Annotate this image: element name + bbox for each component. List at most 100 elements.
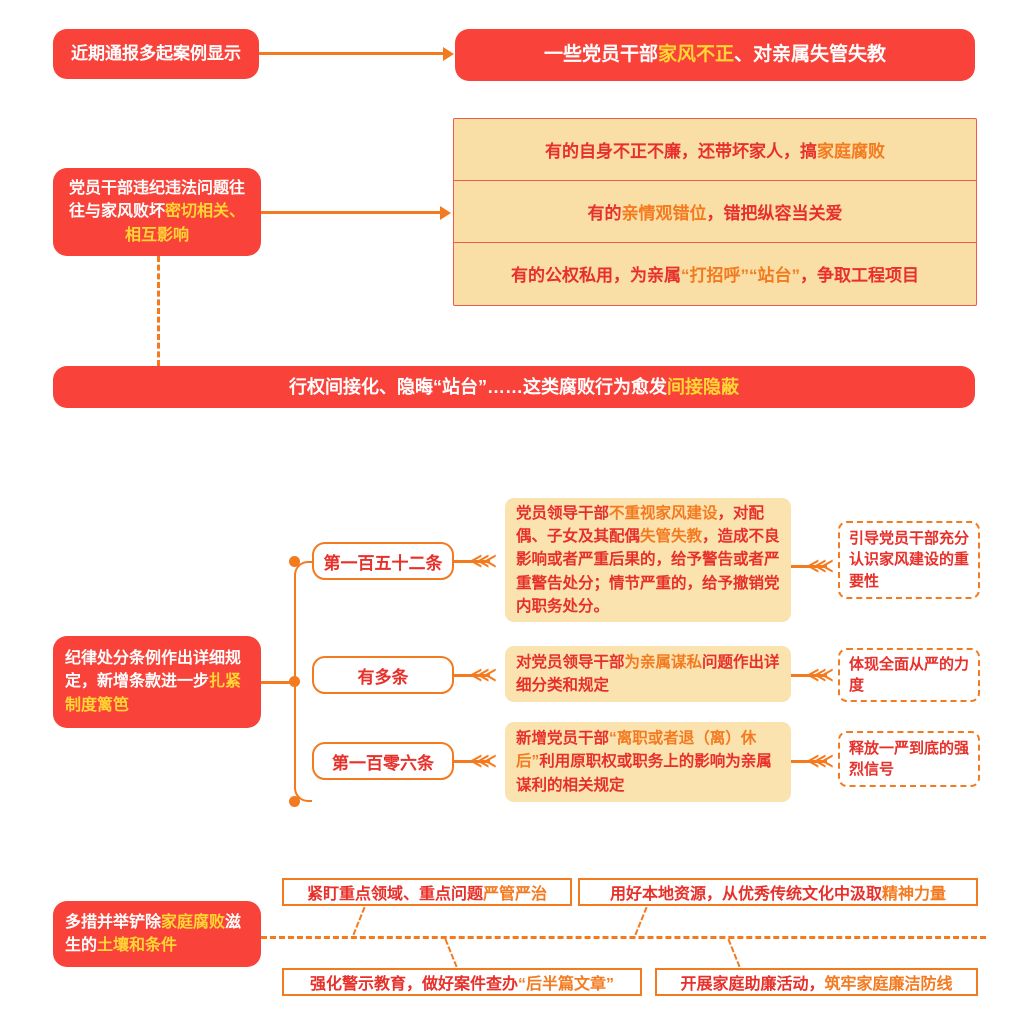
chevron-left-icon: ⋘: [470, 751, 497, 772]
m-hl1: 家庭腐败: [161, 913, 226, 931]
dashed-connector-cause-banner: [157, 256, 160, 366]
measure-box: 用好本地资源，从优秀传统文化中汲取精神力量: [578, 878, 978, 906]
arrow-cause-to-table: [261, 211, 446, 214]
detail-text: 新增党员干部“离职或者退（离）休后”利用原职权或职务上的影响为亲属谋利的相关规定: [516, 727, 780, 797]
article-pill-label: 有多条: [357, 667, 409, 687]
arrow-source-to-headline: [259, 52, 449, 55]
row0-part1: 有的自身不正不廉，还带坏家人，搞: [545, 141, 817, 161]
table-row: 有的自身不正不廉，还带坏家人，搞家庭腐败: [454, 119, 976, 181]
measure-box: 开展家庭助廉活动，筑牢家庭廉洁防线: [655, 968, 978, 996]
detail-outcome-connector: [791, 674, 827, 677]
regulation-highlight: 扎紧制度篱笆: [65, 673, 242, 714]
pill-detail-connector: [454, 674, 490, 677]
branch-dot: [289, 796, 300, 807]
measure-box: 强化警示教育，做好案件查办“后半篇文章”: [282, 968, 642, 996]
d0-hl2: 失管失教: [640, 528, 703, 546]
row0-highlight: 家庭腐败: [817, 141, 885, 161]
measure-stem: [444, 938, 458, 968]
cause-box: 党员干部违纪违法问题往往与家风败坏密切相关、相互影响: [53, 168, 261, 256]
outcome-text: 释放一严到底的强烈信号: [849, 739, 970, 778]
headline-part2: 、对亲属失管失教: [734, 44, 887, 66]
d0-hl1: 不重视家风建设: [609, 504, 718, 522]
source-box-label: 近期通报多起案例显示: [71, 43, 241, 63]
detail-text: 对党员领导干部为亲属谋私问题作出详细分类和规定: [516, 651, 780, 698]
headline-banner: 一些党员干部家风不正、对亲属失管失教: [455, 29, 975, 81]
headline-text: 一些党员干部家风不正、对亲属失管失教: [544, 41, 886, 69]
me0-hl: 严管严治: [483, 886, 548, 903]
pill-detail-connector: [454, 760, 490, 763]
measure-text: 紧盯重点领域、重点问题严管严治: [307, 880, 547, 904]
row-text: 有的公权私用，为亲属“打招呼”“站台”，争取工程项目: [511, 261, 919, 286]
cause-part1: 党员干部违纪违法问题往往与家风败坏: [68, 180, 245, 221]
me2-p1: 强化警示教育，做好案件查办: [309, 976, 518, 993]
measure-text: 用好本地资源，从优秀传统文化中汲取精神力量: [610, 880, 946, 904]
outcome-box: 引导党员干部充分认识家风建设的重要性: [838, 521, 980, 599]
measure-stem: [352, 906, 366, 936]
arrow-head-table: [440, 206, 451, 220]
arrow-head-headline: [443, 47, 454, 61]
pill-detail-connector: [454, 560, 490, 563]
article-pill-label: 第一百五十二条: [323, 553, 443, 573]
chevron-left-icon: ⋘: [470, 665, 497, 686]
d0-p1: 党员领导干部: [516, 504, 610, 522]
m-hl2: 土壤和条件: [97, 937, 178, 954]
outcome-text: 体现全面从严的力度: [849, 655, 970, 694]
d2-hl1: “离职或者退（离）休后”: [516, 730, 757, 771]
d1-p2: 问题作出详细分类和规定: [516, 653, 780, 694]
banner-highlight: 间接隐蔽: [667, 376, 739, 397]
article-pill-label: 第一百零六条: [332, 753, 434, 773]
chevron-left-icon: ⋘: [807, 665, 834, 686]
detail-box: 对党员领导干部为亲属谋私问题作出详细分类和规定: [505, 646, 791, 702]
headline-highlight: 家风不正: [657, 44, 734, 66]
measures-box-text: 多措并举铲除家庭腐败滋生的土壤和条件: [65, 911, 249, 957]
branch-dot: [289, 556, 300, 567]
summary-banner: 行权间接化、隐晦“站台”……这类腐败行为愈发间接隐蔽: [53, 366, 975, 408]
source-box: 近期通报多起案例显示: [53, 29, 259, 79]
article-pill[interactable]: 有多条: [312, 656, 454, 694]
measure-box: 紧盯重点领域、重点问题严管严治: [282, 878, 572, 906]
cause-highlight: 密切相关、相互影响: [124, 203, 246, 244]
d1-p1: 对党员领导干部: [516, 653, 625, 671]
measure-text: 开展家庭助廉活动，筑牢家庭廉洁防线: [680, 970, 952, 994]
row-text: 有的亲情观错位，错把纵容当关爱: [588, 199, 843, 224]
row-text: 有的自身不正不廉，还带坏家人，搞家庭腐败: [545, 137, 885, 162]
d0-p3: ，造成不良影响或者严重后果的，给予警告或者严重警告处分；情节严重的，给予撤销党内…: [516, 528, 780, 615]
row1-part1: 有的: [587, 203, 622, 223]
table-row: 有的公权私用，为亲属“打招呼”“站台”，争取工程项目: [454, 243, 976, 305]
m-p1: 多措并举铲除: [65, 913, 162, 931]
measure-stem: [727, 938, 741, 968]
branch-dot: [289, 676, 300, 687]
measure-text: 强化警示教育，做好案件查办“后半篇文章”: [310, 970, 614, 994]
detail-box: 新增党员干部“离职或者退（离）休后”利用原职权或职务上的影响为亲属谋利的相关规定: [505, 722, 791, 802]
chevron-left-icon: ⋘: [807, 751, 834, 772]
d2-p1: 新增党员干部: [516, 730, 610, 748]
chevron-left-icon: ⋘: [807, 556, 834, 577]
outcome-box: 释放一严到底的强烈信号: [838, 731, 980, 787]
me3-hl: 筑牢家庭廉洁防线: [824, 976, 953, 993]
manifestation-table: 有的自身不正不廉，还带坏家人，搞家庭腐败 有的亲情观错位，错把纵容当关爱 有的公…: [453, 118, 977, 306]
regulation-box-text: 纪律处分条例作出详细规定，新增条款进一步扎紧制度篱笆: [65, 647, 249, 717]
d1-hl1: 为亲属谋私: [624, 653, 703, 671]
d2-p2: 利用原职权或职务上的影响为亲属谋利的相关规定: [516, 753, 772, 794]
regulation-box: 纪律处分条例作出详细规定，新增条款进一步扎紧制度篱笆: [53, 636, 261, 728]
table-row: 有的亲情观错位，错把纵容当关爱: [454, 181, 976, 243]
row1-highlight: 亲情观错位: [621, 203, 707, 223]
regulation-part1: 纪律处分条例作出详细规定，新增条款进一步: [65, 650, 242, 691]
outcome-box: 体现全面从严的力度: [838, 648, 980, 702]
summary-banner-text: 行权间接化、隐晦“站台”……这类腐败行为愈发间接隐蔽: [289, 374, 739, 400]
article-pill[interactable]: 第一百零六条: [312, 742, 454, 780]
headline-part1: 一些党员干部: [543, 44, 658, 66]
me2-hl: “后半篇文章”: [518, 976, 615, 993]
row2-part1: 有的公权私用，为亲属: [511, 266, 681, 286]
m-p2: 滋生的: [65, 913, 242, 954]
d0-p2: ，对配偶、子女及其配偶: [516, 504, 765, 546]
article-pill[interactable]: 第一百五十二条: [312, 542, 454, 580]
me1-p1: 用好本地资源，从优秀传统文化中汲取: [609, 886, 882, 903]
detail-outcome-connector: [791, 565, 827, 568]
banner-part1: 行权间接化、隐晦“站台”……这类腐败行为愈发: [289, 376, 667, 397]
outcome-text: 引导党员干部充分认识家风建设的重要性: [849, 530, 970, 590]
me3-p1: 开展家庭助廉活动，: [680, 976, 825, 993]
chevron-left-icon: ⋘: [470, 551, 497, 572]
detail-box: 党员领导干部不重视家风建设，对配偶、子女及其配偶失管失教，造成不良影响或者严重后…: [505, 498, 791, 622]
